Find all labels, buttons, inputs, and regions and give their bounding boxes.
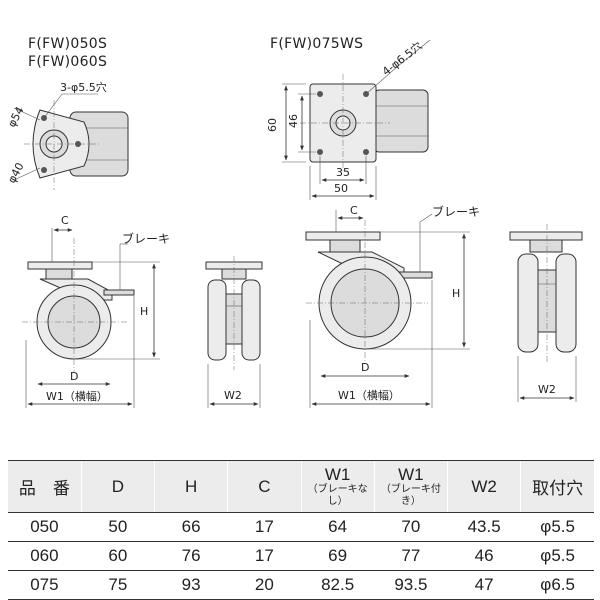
right-width-50: 50 [334,182,348,195]
left-side-view [22,228,160,408]
cell-mount-hole: φ5.5 [520,541,594,571]
right-w1-label: W1（横幅） [338,388,400,402]
left-d-label: D [70,370,78,383]
cell-w2: 43.5 [446,512,521,542]
right-height-60: 60 [266,118,279,132]
cell-mount-hole: φ6.5 [520,570,594,600]
right-side-view [305,210,470,408]
right-pitch-46: 46 [287,114,300,128]
cell-h: 66 [153,512,228,542]
right-c-label: C [350,204,358,217]
table-row: 060 60 76 17 69 77 46 φ5.5 [8,541,594,571]
cell-c: 17 [227,541,301,571]
left-c-label: C [61,214,69,227]
left-front-view [205,256,263,408]
right-h-label: H [452,287,460,300]
caster-technical-drawing: F(FW)050S F(FW)060S F(FW)075WS 3-φ5.5穴 φ… [5,36,583,408]
cell-w1-with-brake: 77 [373,541,448,571]
left-top-view [13,93,129,190]
model-label-075: F(FW)075WS [270,36,363,52]
right-d-label: D [361,361,369,374]
cell-part-number: 060 [8,541,82,571]
header-w1-no-brake: W1 （ブレーキなし） [300,460,375,513]
cell-w2: 47 [446,570,521,600]
cell-d: 75 [80,570,155,600]
header-w2: W2 [446,460,521,513]
header-h: H [153,460,228,513]
right-pitch-35: 35 [336,166,350,179]
model-label-050: F(FW)050S [28,36,107,52]
header-part-number: 品 番 [8,460,82,513]
cell-w1-with-brake: 93.5 [373,570,448,600]
cell-w1-no-brake: 82.5 [300,570,375,600]
spec-table-header: 品 番 D H C W1 （ブレーキなし） W1 （ブレーキ付き） W2 取付穴 [8,460,594,513]
left-w1-label: W1（横幅） [46,389,108,403]
cell-d: 60 [80,541,155,571]
cell-c: 17 [227,512,301,542]
table-row: 075 75 93 20 82.5 93.5 47 φ6.5 [8,570,594,600]
header-d: D [80,460,155,513]
cell-h: 93 [153,570,228,600]
cell-w2: 46 [446,541,521,571]
right-brake-label: ブレーキ [432,204,480,219]
header-w1-text: W1 [398,464,424,484]
cell-c: 20 [227,570,301,600]
header-w1-with-brake: W1 （ブレーキ付き） [373,460,448,513]
header-c: C [227,460,301,513]
header-mount-hole: 取付穴 [520,460,594,513]
right-w2-label: W2 [538,383,556,396]
right-holes-label: 4-φ6.5穴 [379,39,424,79]
cell-h: 76 [153,541,228,571]
cell-w1-no-brake: 64 [300,512,375,542]
cell-part-number: 075 [8,570,82,600]
header-w1-note-with-brake: （ブレーキ付き） [380,483,441,507]
left-holes-label: 3-φ5.5穴 [60,80,107,94]
left-w2-label: W2 [224,389,242,402]
table-header-row: 品 番 D H C W1 （ブレーキなし） W1 （ブレーキ付き） W2 取付穴 [8,460,594,513]
spec-table: 品 番 D H C W1 （ブレーキなし） W1 （ブレーキ付き） W2 取付穴… [8,460,594,600]
left-h-label: H [140,305,148,318]
left-dia40-label: φ40 [5,161,26,186]
cell-mount-hole: φ5.5 [520,512,594,542]
right-top-view [282,39,431,200]
table-row: 050 50 66 17 64 70 43.5 φ5.5 [8,512,594,542]
header-w1-note-no-brake: （ブレーキなし） [307,483,368,507]
right-front-view [509,224,583,402]
left-brake-label: ブレーキ [122,231,170,246]
cell-d: 50 [80,512,155,542]
cell-w1-no-brake: 69 [300,541,375,571]
cell-w1-with-brake: 70 [373,512,448,542]
left-dia54-label: φ54 [5,105,26,130]
cell-part-number: 050 [8,512,82,542]
model-label-060: F(FW)060S [28,54,107,70]
header-w1-text: W1 [324,464,351,484]
